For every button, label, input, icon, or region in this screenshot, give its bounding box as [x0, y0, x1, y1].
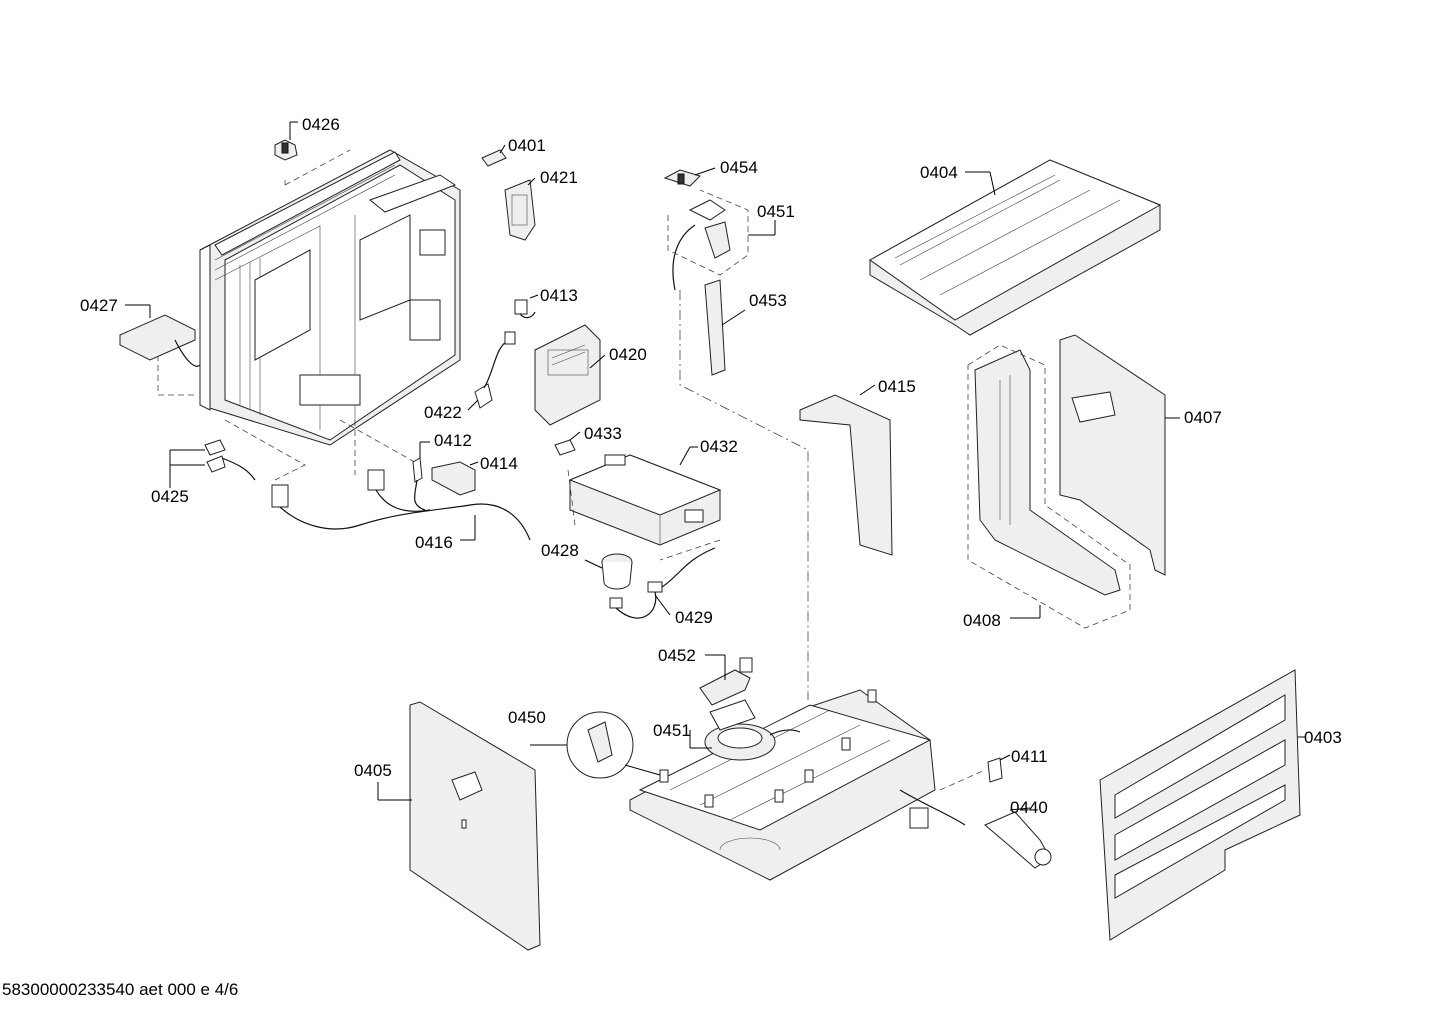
label-0426: 0426: [302, 115, 340, 134]
part-0453: [704, 279, 726, 376]
label-0451-upper: 0451: [757, 202, 795, 221]
label-0412: 0412: [434, 431, 472, 450]
label-0403: 0403: [1304, 728, 1342, 747]
part-0432: [568, 454, 722, 546]
label-0440: 0440: [1010, 798, 1048, 817]
part-0421: [504, 179, 536, 241]
part-0420: [534, 324, 601, 426]
detail-circle: [566, 711, 634, 779]
label-0407: 0407: [1184, 408, 1222, 427]
part-0422: [474, 331, 516, 409]
part-0426: [274, 139, 298, 161]
label-0411: 0411: [1011, 747, 1048, 766]
part-0405: [409, 701, 541, 951]
part-0427: [119, 314, 201, 367]
label-0454: 0454: [720, 158, 758, 177]
part-0433: [554, 439, 576, 456]
label-0414: 0414: [480, 454, 518, 473]
part-0440: [899, 789, 1052, 869]
label-0427: 0427: [80, 296, 118, 315]
label-0451-sump: 0451: [653, 721, 691, 740]
label-0405: 0405: [354, 761, 392, 780]
part-0415: [799, 394, 893, 556]
part-0408: [974, 349, 1121, 596]
label-0420: 0420: [609, 345, 647, 364]
label-0401: 0401: [508, 136, 546, 155]
part-0416: [271, 469, 531, 541]
part-0407: [1059, 334, 1166, 576]
part-0401: [481, 149, 507, 167]
part-0452: [699, 657, 753, 706]
label-0413: 0413: [540, 286, 578, 305]
label-0422: 0422: [424, 403, 462, 422]
part-0414: [431, 461, 476, 496]
part-0404: [869, 159, 1162, 336]
label-0416: 0416: [415, 533, 453, 552]
part-0403: [1099, 669, 1301, 941]
label-0452: 0452: [658, 646, 696, 665]
part-0425: [204, 439, 256, 481]
label-0432: 0432: [700, 437, 738, 456]
part-0411: [987, 757, 1003, 783]
front-frame-assembly: [199, 149, 461, 446]
label-0415: 0415: [878, 377, 916, 396]
part-0450-base: [629, 689, 936, 881]
part-0451-upper: [672, 199, 731, 291]
part-0454: [663, 169, 701, 187]
part-0412: [412, 457, 426, 511]
label-0425: 0425: [151, 487, 189, 506]
label-0404: 0404: [920, 163, 958, 182]
label-0433: 0433: [584, 424, 622, 443]
document-id-footer: 58300000233540 aet 000 e 4/6: [2, 980, 239, 999]
part-0429: [609, 547, 716, 619]
label-0408: 0408: [963, 611, 1001, 630]
label-0453: 0453: [749, 291, 787, 310]
part-0413: [514, 299, 536, 319]
part-0428: [601, 553, 633, 590]
label-0428: 0428: [541, 541, 579, 560]
label-0450: 0450: [508, 708, 546, 727]
label-0421: 0421: [540, 168, 578, 187]
label-0429: 0429: [675, 608, 713, 627]
part-0451-sump: [704, 699, 801, 761]
